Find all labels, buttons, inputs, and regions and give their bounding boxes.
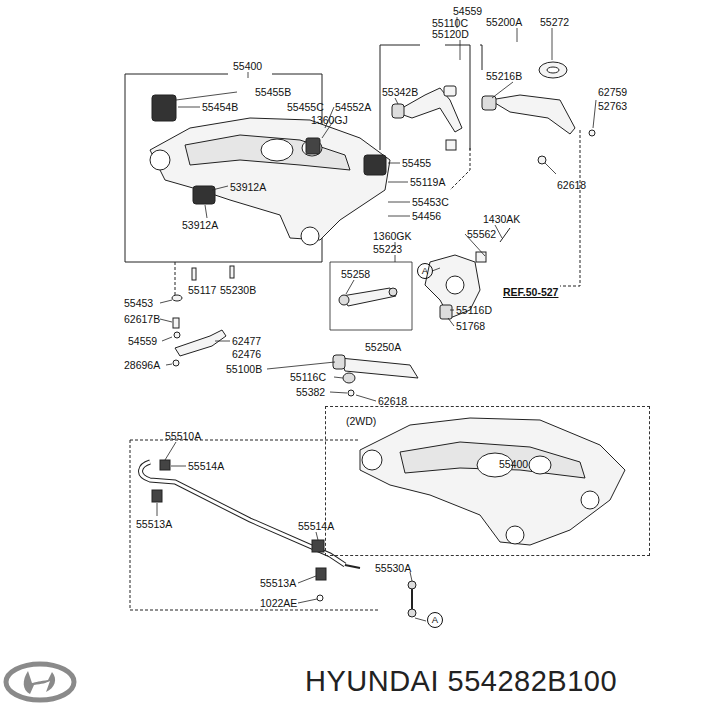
variant-frame: (2WD) 55400	[325, 406, 650, 556]
ref-marker: A	[427, 612, 443, 628]
callout-number: 1022AE	[260, 597, 297, 609]
callout-number: 55272	[540, 16, 569, 28]
callout-number: 55514A	[298, 520, 334, 532]
callout-number: 55453C	[412, 196, 449, 208]
part-number-caption: HYUNDAI 554282B100	[305, 664, 617, 698]
callout-number: 54559	[128, 335, 157, 347]
callout-number: 55100B	[226, 363, 262, 375]
callout-number: 53912A	[230, 181, 266, 193]
callout-number: 52763	[598, 100, 627, 112]
callout-number: 62476	[232, 348, 261, 360]
callout-number: 55513A	[136, 518, 172, 530]
callout-number: REF.50-527	[503, 286, 558, 298]
callout-number: 55455C	[287, 101, 324, 113]
callout-number: 55382	[296, 386, 325, 398]
callout-number: 55116D	[456, 304, 492, 316]
callout-number: 54456	[412, 210, 441, 222]
callout-number: 55400	[233, 60, 262, 72]
callout-number: 55454B	[202, 101, 238, 113]
callout-number: 55120D	[432, 28, 469, 40]
callout-number: 55455B	[255, 86, 291, 98]
callout-number: 55513A	[260, 577, 296, 589]
callout-number: 55455	[402, 157, 431, 169]
callout-number: 62617B	[124, 313, 160, 325]
callout-number: 54552A	[335, 101, 371, 113]
callout-number: 1430AK	[483, 213, 520, 225]
callout-number: 55223	[373, 243, 402, 255]
callout-number: 55200A	[486, 16, 522, 28]
callout-number: 55258	[341, 268, 370, 280]
callout-number: 62759	[598, 86, 627, 98]
callout-number: 55530A	[375, 562, 411, 574]
callout-number: 55342B	[382, 86, 418, 98]
callout-number: 62477	[232, 335, 261, 347]
callout-number: 55510A	[165, 430, 201, 442]
ref-marker: A	[417, 263, 433, 279]
callout-number: 55119A	[410, 176, 445, 188]
frame-heading: (2WD)	[346, 415, 376, 427]
callout-number: 55562	[467, 228, 496, 240]
callout-number: 55400	[499, 458, 528, 470]
callout-number: 55514A	[188, 460, 224, 472]
callout-number: 55117	[188, 284, 216, 296]
callout-number: 62618	[557, 179, 586, 191]
callout-number: 55216B	[486, 70, 522, 82]
callout-number: 55250A	[365, 341, 401, 353]
callout-number: 55230B	[220, 284, 256, 296]
callout-number: 53912A	[182, 219, 218, 231]
callout-number: 1360GK	[373, 230, 412, 242]
callout-number: 55453	[124, 297, 153, 309]
callout-number: 1360GJ	[311, 114, 348, 126]
callout-number: 28696A	[124, 359, 160, 371]
brand-logo	[6, 664, 74, 700]
callout-number: 54559	[453, 5, 482, 17]
callout-number: 51768	[456, 320, 485, 332]
callout-number: 55116C	[290, 371, 326, 383]
callout-number: 55110C	[432, 17, 468, 29]
